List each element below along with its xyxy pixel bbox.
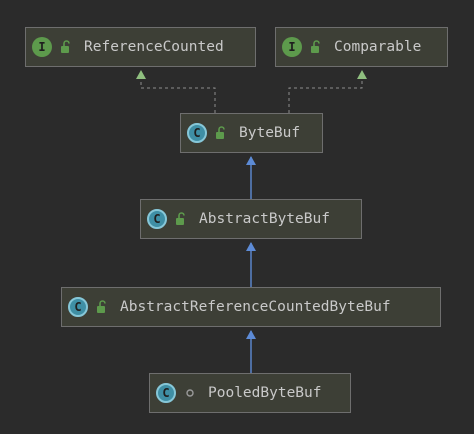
extends-edge-bytebuf-arrowhead bbox=[246, 156, 256, 165]
public-lock-icon bbox=[308, 39, 324, 55]
class-icon: C bbox=[156, 383, 176, 403]
node-abstract-bytebuf[interactable]: C AbstractByteBuf bbox=[140, 199, 362, 239]
node-name: PooledByteBuf bbox=[208, 385, 322, 401]
extends-edge-abstract-bytebuf-arrowhead bbox=[246, 242, 256, 251]
class-icon: C bbox=[147, 209, 167, 229]
implements-edge-comparable-arrowhead bbox=[357, 70, 367, 79]
node-name: AbstractReferenceCountedByteBuf bbox=[120, 299, 391, 315]
public-lock-icon bbox=[173, 211, 189, 227]
node-name: ReferenceCounted bbox=[84, 39, 224, 55]
node-comparable[interactable]: I Comparable bbox=[275, 27, 448, 67]
node-name: ByteBuf bbox=[239, 125, 301, 141]
extends-edge-abstract-reference-counted-bytebuf-arrowhead bbox=[246, 330, 256, 339]
interface-icon: I bbox=[32, 37, 52, 57]
interface-icon: I bbox=[282, 37, 302, 57]
implements-edge-reference-counted-arrowhead bbox=[136, 70, 146, 79]
implements-edge-comparable-line bbox=[288, 71, 363, 113]
class-icon: C bbox=[68, 297, 88, 317]
node-pooled-bytebuf[interactable]: C PooledByteBuf bbox=[149, 373, 351, 413]
node-bytebuf[interactable]: C ByteBuf bbox=[180, 113, 323, 153]
class-icon: C bbox=[187, 123, 207, 143]
node-name: Comparable bbox=[334, 39, 422, 55]
public-lock-icon bbox=[94, 299, 110, 315]
node-reference-counted[interactable]: I ReferenceCounted bbox=[25, 27, 256, 67]
public-lock-icon bbox=[213, 125, 229, 141]
node-abstract-reference-counted-bytebuf[interactable]: C AbstractReferenceCountedByteBuf bbox=[61, 287, 441, 327]
implements-edge-reference-counted-line bbox=[140, 71, 216, 113]
node-name: AbstractByteBuf bbox=[199, 211, 330, 227]
package-dot-icon bbox=[182, 385, 198, 401]
public-lock-icon bbox=[58, 39, 74, 55]
